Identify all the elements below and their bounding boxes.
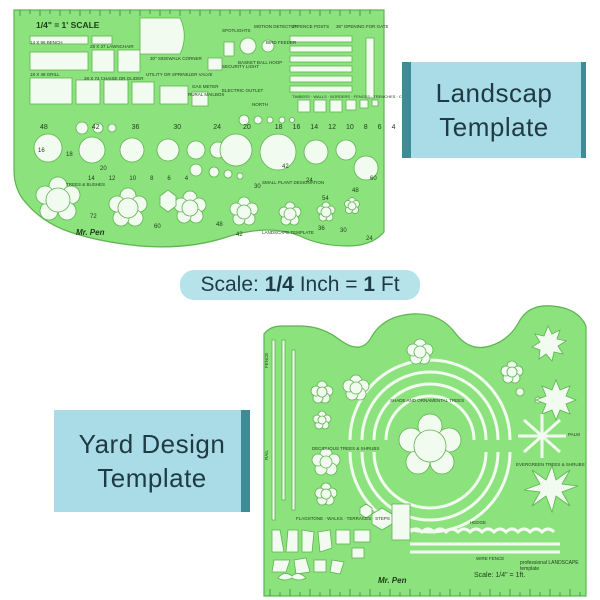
top-ruler-ticks bbox=[19, 10, 371, 16]
sign-accent-bar bbox=[581, 62, 586, 158]
bottom-vertical-slots bbox=[271, 339, 296, 521]
sign-accent-bar bbox=[241, 410, 250, 512]
top-hexagon-cutout bbox=[159, 189, 177, 213]
bottom-hedge-block bbox=[391, 503, 411, 541]
mustache-logo-icon bbox=[277, 573, 307, 581]
yard-design-template-sign: Yard Design Template bbox=[54, 410, 250, 512]
scale-suffix: Ft bbox=[375, 273, 400, 296]
top-scale-label: 1/4" = 1' SCALE bbox=[36, 20, 100, 30]
bottom-ruler-ticks bbox=[269, 589, 581, 596]
scale-one: 1 bbox=[363, 273, 376, 296]
landscape-template-sign: Landscap Template bbox=[402, 62, 586, 158]
bottom-central-tree-cutout bbox=[398, 413, 462, 475]
top-quarter-cutout bbox=[139, 17, 185, 55]
bottom-evergreen-cutouts bbox=[523, 325, 579, 514]
top-circle-cutouts bbox=[33, 37, 379, 181]
yard-sign-line2: Template bbox=[97, 463, 207, 493]
landscape-sign-line1: Landscap bbox=[435, 78, 553, 108]
top-rect-cutouts bbox=[29, 35, 379, 113]
top-tree-cutouts bbox=[35, 176, 360, 227]
bottom-small-tree-cutouts bbox=[310, 338, 542, 506]
scale-mid: Inch = bbox=[293, 273, 364, 296]
bottom-hedge-slots bbox=[408, 527, 560, 554]
sign-accent-bar bbox=[402, 62, 411, 158]
palm-icon bbox=[518, 414, 566, 458]
yard-sign-line1: Yard Design bbox=[78, 429, 226, 459]
scale-prefix: Scale: bbox=[200, 273, 265, 296]
scale-quarter: 1/4 bbox=[264, 273, 294, 296]
landscape-sign-line2: Template bbox=[439, 112, 549, 142]
bottom-flagstone-cutouts bbox=[271, 503, 393, 575]
scale-badge: Scale: 1/4 Inch = 1 Ft bbox=[180, 270, 420, 300]
